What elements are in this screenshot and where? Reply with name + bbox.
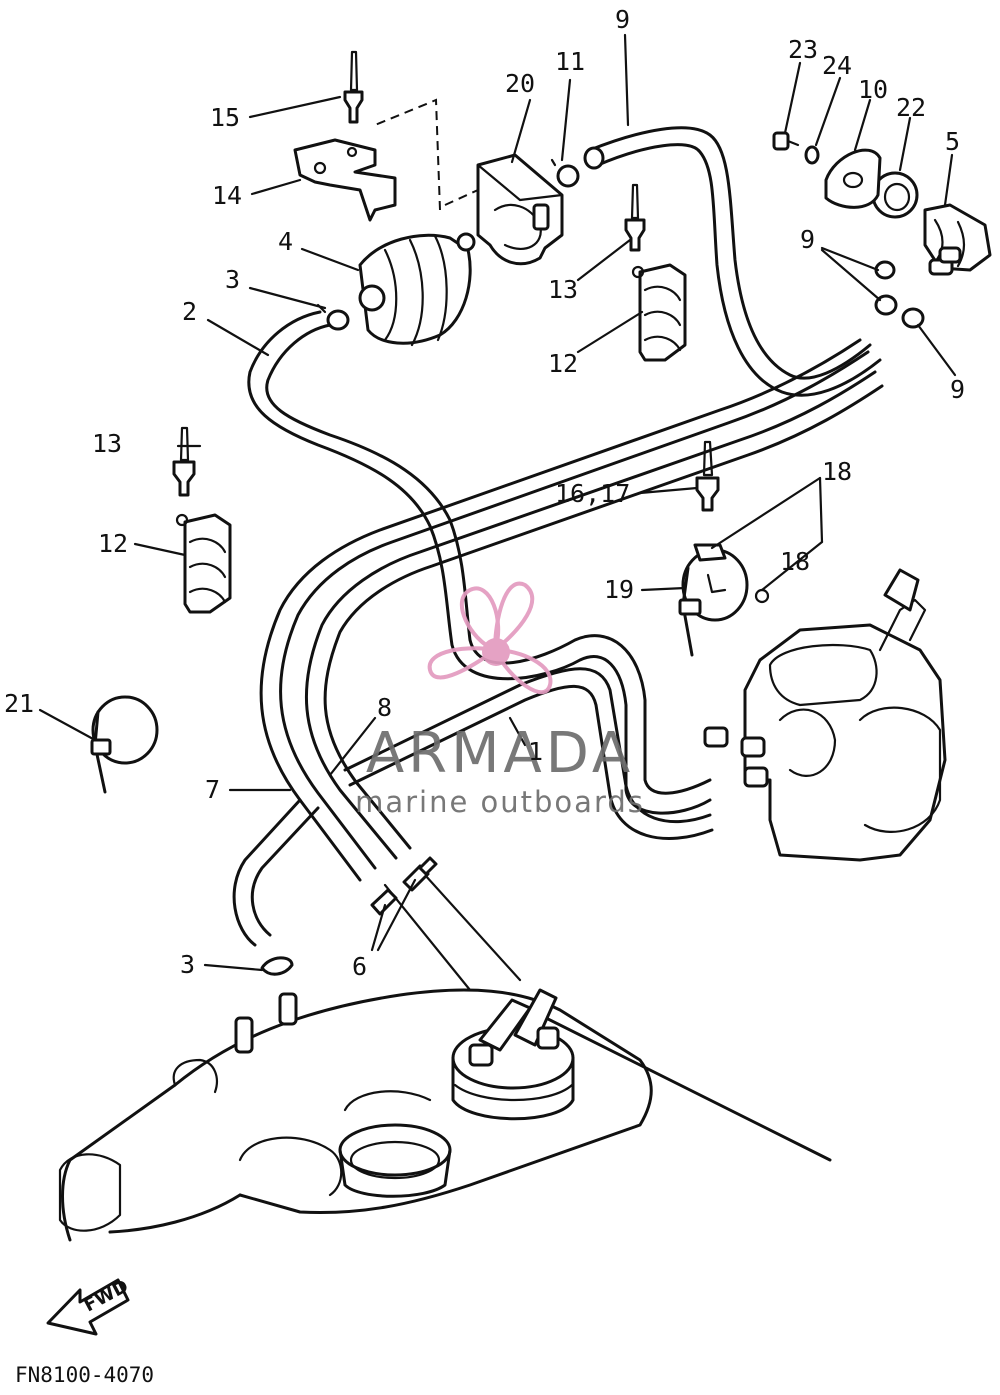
fuel-tank [58, 988, 832, 1242]
callout-16-17: 16,17 [555, 479, 630, 508]
rivet-16-17 [695, 440, 720, 512]
clip-11 [550, 158, 580, 188]
rivet-13-left [172, 426, 196, 497]
callout-9-upper: 9 [800, 225, 815, 254]
brand-name: ARMADA [366, 721, 634, 786]
callout-15: 18 [780, 547, 810, 576]
band-clamp-18-right [678, 543, 749, 657]
washer-24 [804, 145, 820, 165]
callout-18-right: 19 [604, 575, 634, 604]
propeller-logo-icon [427, 581, 553, 694]
carburetor [703, 568, 947, 862]
clip-3-lower [260, 956, 294, 976]
clips-9-upper [874, 260, 925, 329]
rivet-20 [343, 50, 364, 124]
cover-10 [824, 148, 882, 209]
callout-labels: 15 14 4 3 2 20 11 9 13 12 23 24 10 22 5 … [4, 5, 965, 981]
callout-12-right: 12 [548, 349, 578, 378]
callout-13-left: 13 [92, 429, 122, 458]
callout-21: 20 [505, 69, 535, 98]
fuel-filter [358, 232, 476, 347]
callout-2: 2 [182, 297, 197, 326]
callout-5: 5 [945, 127, 960, 156]
callout-11: 11 [555, 47, 585, 76]
return-line-down [423, 873, 522, 982]
fuel-hose-2 [247, 310, 712, 815]
drawing-code: FN8100-4070 [15, 1363, 154, 1387]
hose-holder-12-right [631, 263, 687, 362]
screw-23 [772, 131, 800, 151]
callout-12-left: 12 [98, 529, 128, 558]
fuel-hose-lower [232, 798, 320, 947]
filter-stay [293, 138, 397, 222]
assembly-line-bracket [444, 189, 479, 206]
callout-7: 7 [205, 775, 220, 804]
callout-3-lower: 3 [180, 950, 195, 979]
callout-4: 4 [278, 227, 293, 256]
callout-9-lower: 6 [352, 952, 367, 981]
fuel-hose-6 [304, 370, 884, 860]
leader-lines [38, 33, 957, 972]
callout-19: 14 [212, 181, 242, 210]
feed-line-down [383, 883, 472, 992]
callout-20: 15 [210, 103, 240, 132]
callout-1: 1 [528, 737, 543, 766]
clips-9-lower [370, 856, 438, 916]
nut-22 [871, 171, 919, 219]
callout-6: 8 [377, 693, 392, 722]
callout-3-upper: 3 [225, 265, 240, 294]
callout-10: 10 [858, 75, 888, 104]
callout-13-right: 13 [548, 275, 578, 304]
callout-14: 18 [822, 457, 852, 486]
callout-18-left: 21 [4, 689, 34, 718]
filter-bracket [476, 153, 564, 266]
armada-watermark: ARMADA marine outboards [355, 581, 645, 819]
assembly-line-filter [374, 98, 441, 211]
brand-tagline: marine outboards [355, 785, 645, 819]
fuel-joint-5 [923, 203, 992, 276]
forward-direction-arrow: FWD [46, 1276, 132, 1336]
fuel-hose-1 [343, 667, 714, 840]
callout-22: 22 [896, 93, 926, 122]
rivet-13-right [624, 183, 646, 252]
washer-15 [754, 588, 770, 604]
hose-holder-12-left [175, 513, 232, 614]
fuel-hose-8 [583, 126, 882, 397]
callout-24: 24 [822, 51, 852, 80]
callout-9-right: 9 [950, 375, 965, 404]
callout-8: 9 [615, 5, 630, 34]
callout-23: 23 [788, 35, 818, 64]
band-clamp-18-left [90, 695, 159, 794]
